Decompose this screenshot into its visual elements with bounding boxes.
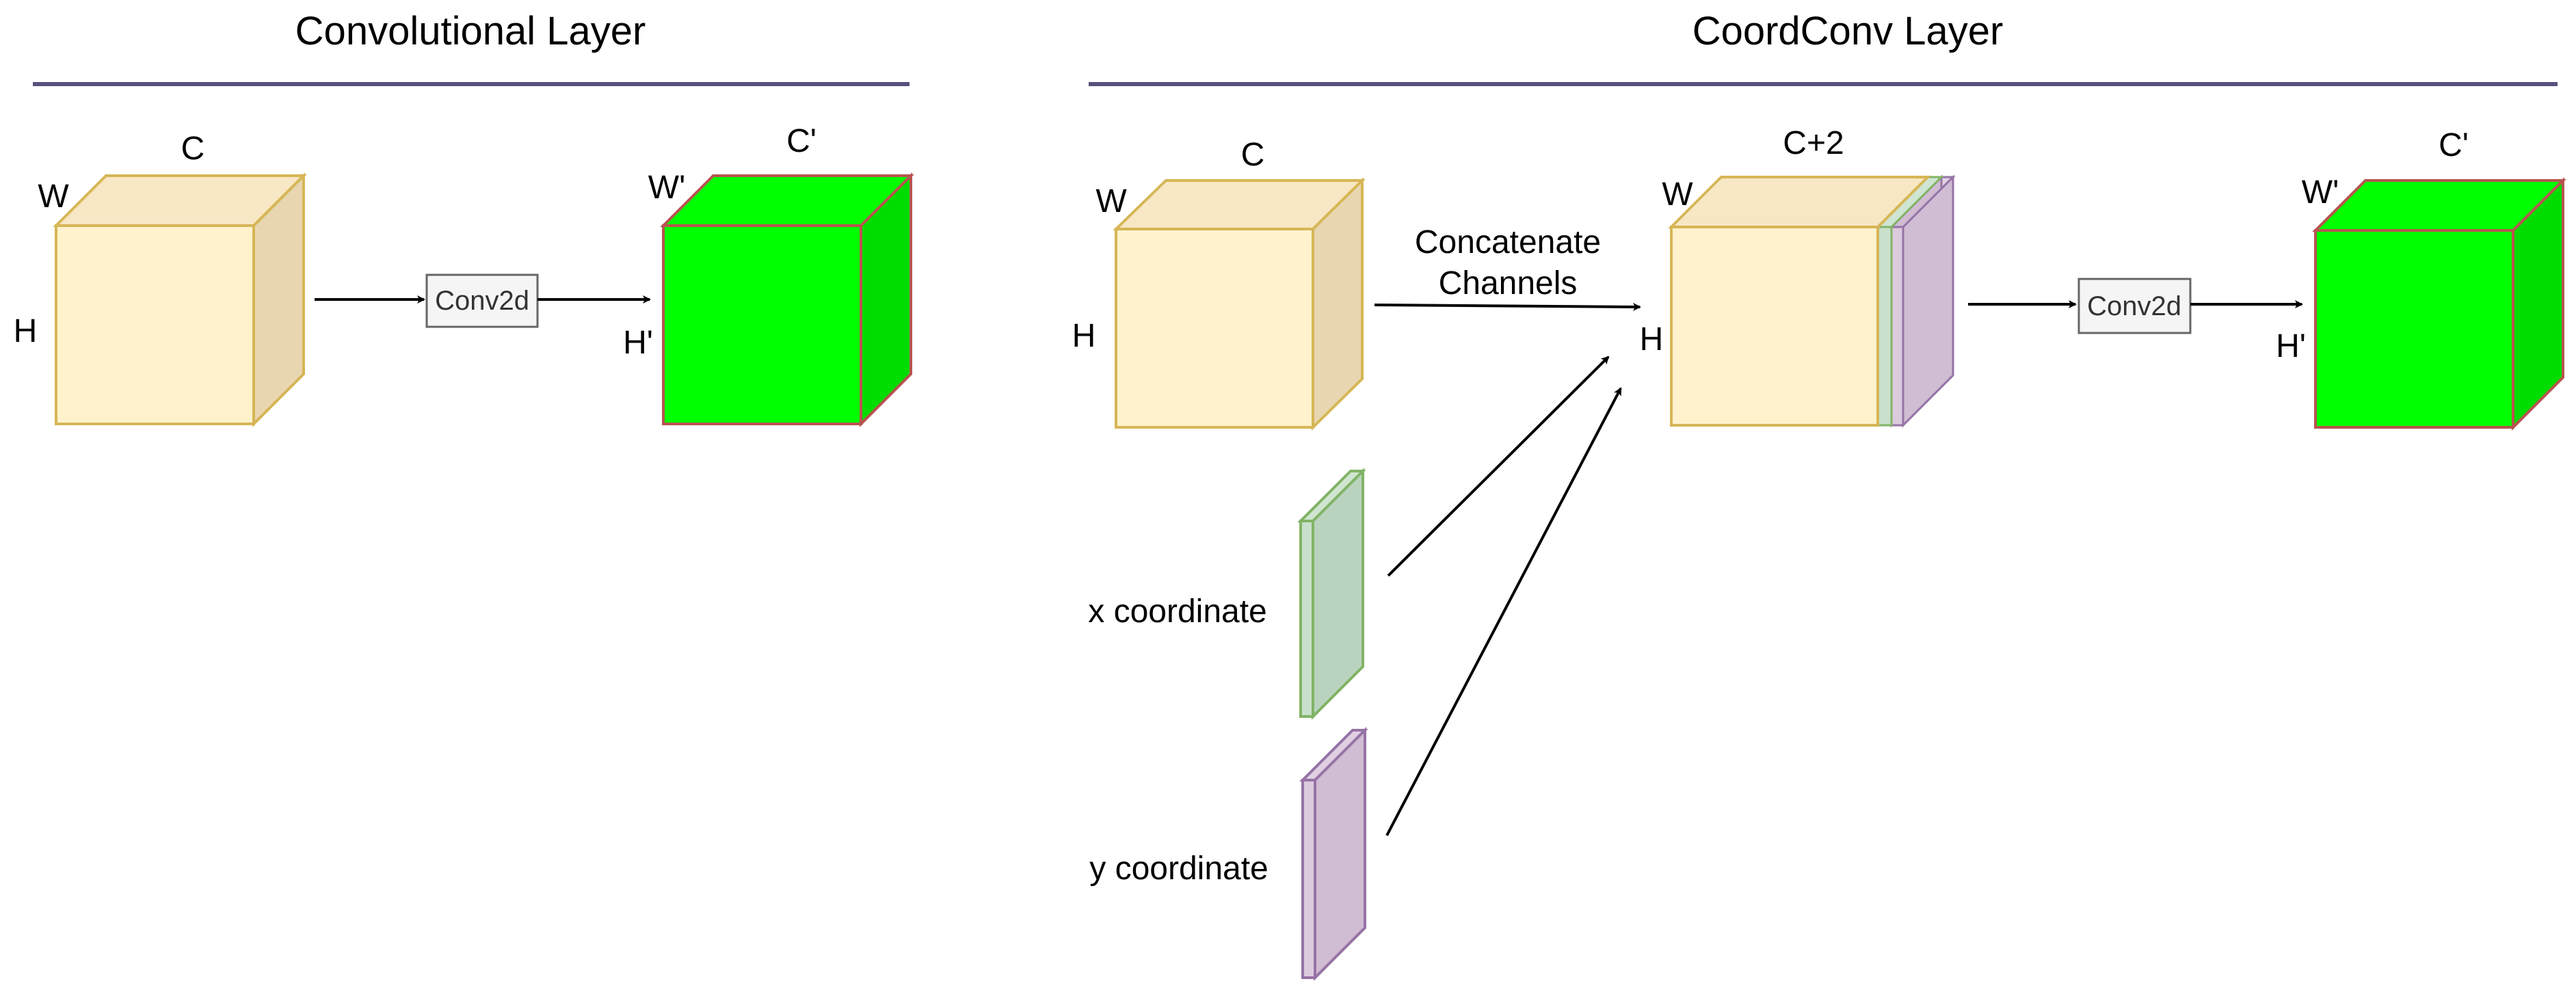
x-coordinate-arrow [1387,356,1610,577]
left-input-w-label: W [38,178,69,215]
right-input-cube [1113,177,1366,431]
left-conv2d-label: Conv2d [435,286,529,316]
left-title: Convolutional Layer [295,9,646,53]
concat-label-line2: Channels [1439,265,1578,302]
concat-label-line1: Concatenate [1415,224,1601,260]
right-output-h-label: H' [2276,328,2306,364]
right-output-w-label: W' [2302,174,2339,211]
right-input-h-label: H [1072,318,1096,354]
mid-concat-cube [1668,174,1956,428]
right-conv2d-box [2077,278,2192,334]
right-panel: CoordConv Layer C W H Concatenate Channe… [1072,9,2566,981]
mid-green-front-face [1876,226,1893,427]
right-output-cube [2312,177,2566,431]
y-coordinate-slab [1299,727,1368,981]
y-slab-front-face [1301,779,1316,979]
x-slab-front-face [1299,520,1314,718]
y-coordinate-label: y coordinate [1089,851,1269,887]
right-input-w-label: W [1096,183,1127,219]
left-conv2d-box [425,273,539,328]
left-input-front-face [55,224,255,425]
left-output-cube [660,172,914,427]
right-input-front-face [1115,228,1314,429]
left-input-h-label: H [14,313,38,349]
right-output-c-label: C' [2439,127,2469,163]
left-input-c-label: C [181,131,205,167]
right-output-front-face [2314,229,2514,429]
left-output-h-label: H' [623,325,653,361]
mid-w-label: W [1662,176,1693,213]
left-output-w-label: W' [648,170,685,206]
x-coordinate-slab [1297,468,1366,720]
right-conv2d-label: Conv2d [2087,291,2181,321]
mid-c-label: C+2 [1783,125,1844,161]
left-panel: Convolutional Layer C W H Conv2d C' W' H… [14,9,914,427]
mid-purple-front-face [1890,226,1904,427]
y-coordinate-arrow [1385,387,1622,836]
mid-h-label: H [1640,321,1664,358]
concat-arrow [1374,302,1641,311]
left-output-front-face [662,224,862,425]
right-input-c-label: C [1241,137,1265,173]
mid-main-front-face [1670,226,1879,427]
left-input-cube [53,172,307,427]
right-title: CoordConv Layer [1692,9,2004,53]
left-output-c-label: C' [786,123,816,159]
x-coordinate-label: x coordinate [1088,593,1267,630]
mid-purple-right-face [1902,174,1954,428]
